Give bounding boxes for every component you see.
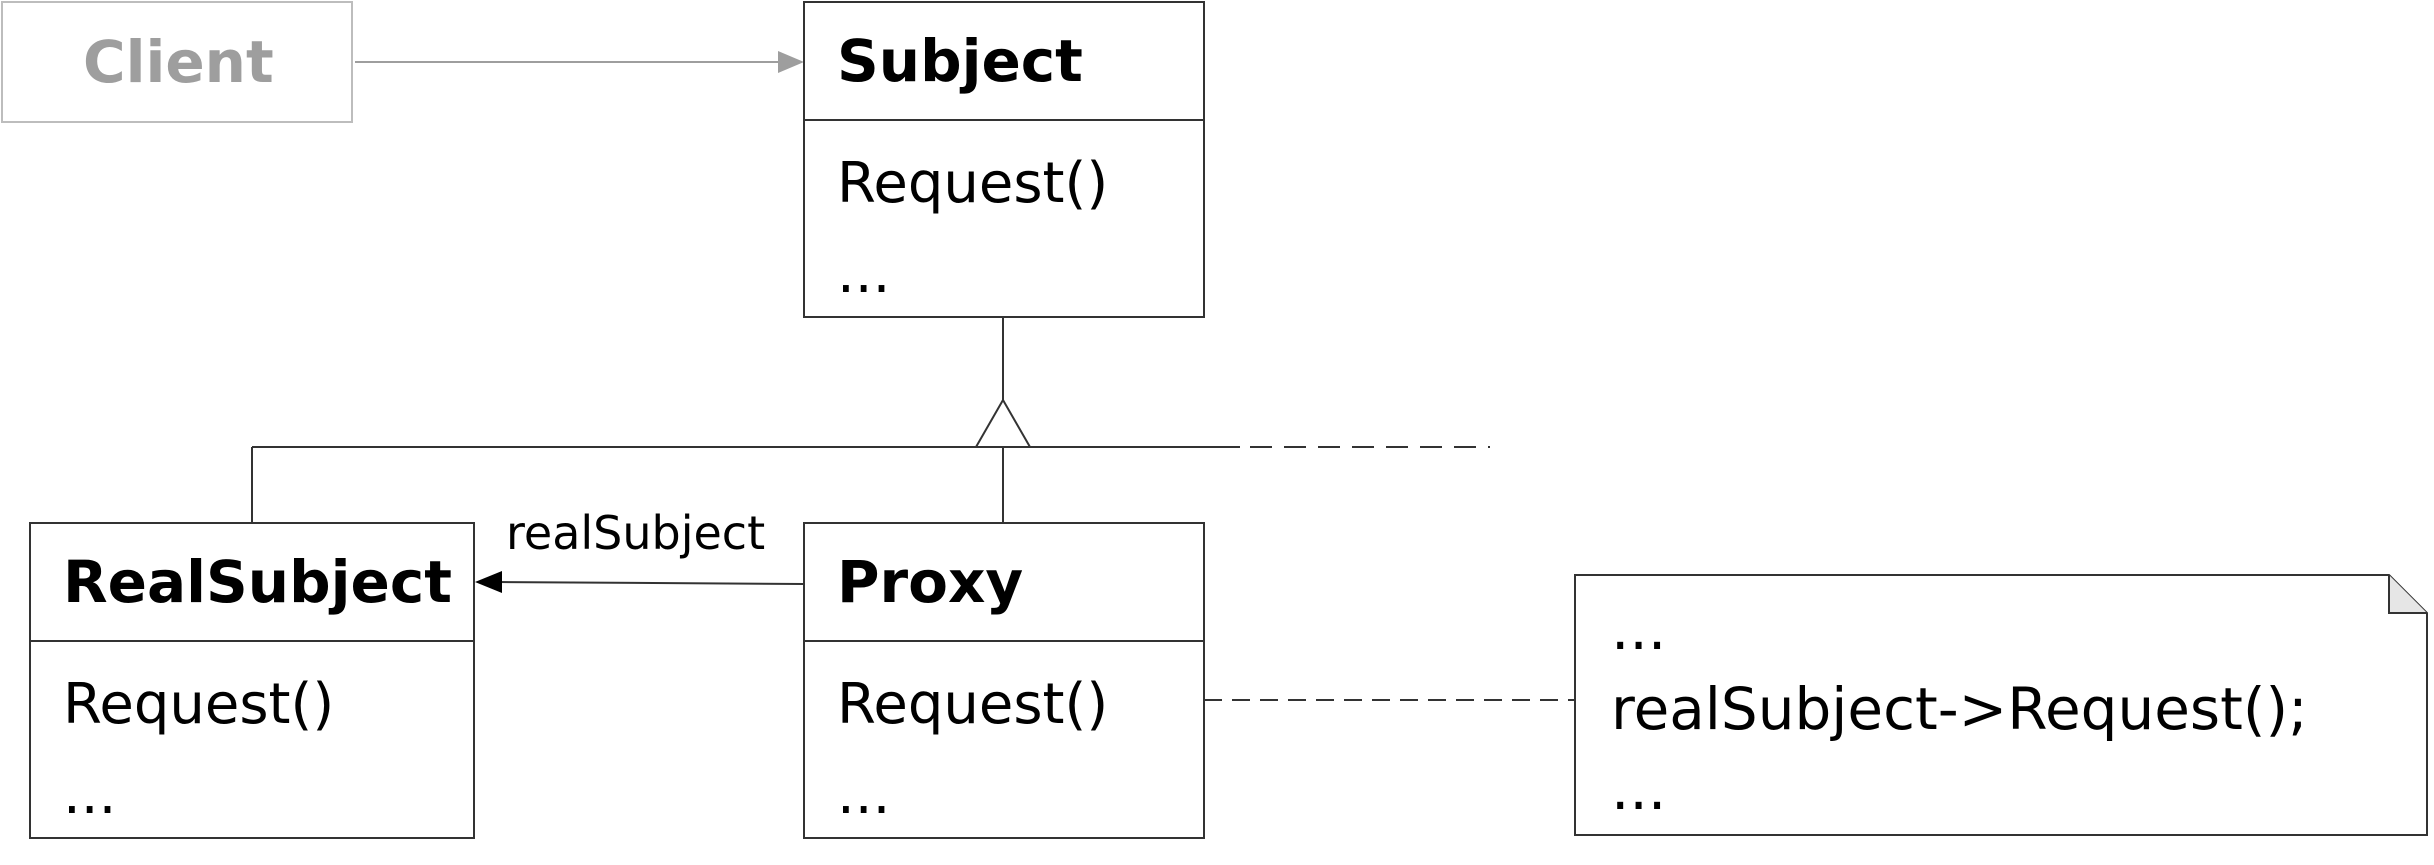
inheritance-connector (251, 318, 1490, 522)
note-line: realSubject->Request(); (1611, 675, 2308, 743)
realsubject-operations: Request() ... (31, 642, 473, 840)
realsubject-operation: ... (63, 762, 117, 827)
proxy-operation: ... (837, 762, 891, 827)
note-link (1145, 684, 1574, 716)
realsubject-operation: Request() (63, 672, 335, 737)
association-role-label: realSubject (506, 506, 766, 560)
proxy-operation: Request() (837, 672, 1109, 737)
client-label: Client (83, 28, 274, 96)
proxy-class[interactable]: Proxy Request() ... (803, 522, 1205, 839)
realsubject-class-name: RealSubject (31, 524, 473, 642)
realsubject-class[interactable]: RealSubject Request() ... (29, 522, 475, 839)
realsubject-association-arrow (475, 571, 804, 593)
proxy-class-name: Proxy (805, 524, 1203, 642)
note-line: ... (1611, 595, 1667, 663)
subject-class[interactable]: Subject Request() ... (803, 1, 1205, 318)
subject-operation: ... (837, 241, 891, 306)
note-line: ... (1611, 755, 1667, 823)
code-note[interactable]: ... realSubject->Request(); ... (1575, 575, 2427, 835)
note-shape (1574, 574, 2428, 836)
subject-operations: Request() ... (805, 121, 1203, 319)
client-to-subject-arrow (355, 51, 804, 73)
subject-operation: Request() (837, 151, 1109, 216)
generalization-triangle (974, 397, 1032, 448)
proxy-operations: Request() ... (805, 642, 1203, 840)
client-box[interactable]: Client (1, 1, 353, 123)
subject-class-name: Subject (805, 3, 1203, 121)
